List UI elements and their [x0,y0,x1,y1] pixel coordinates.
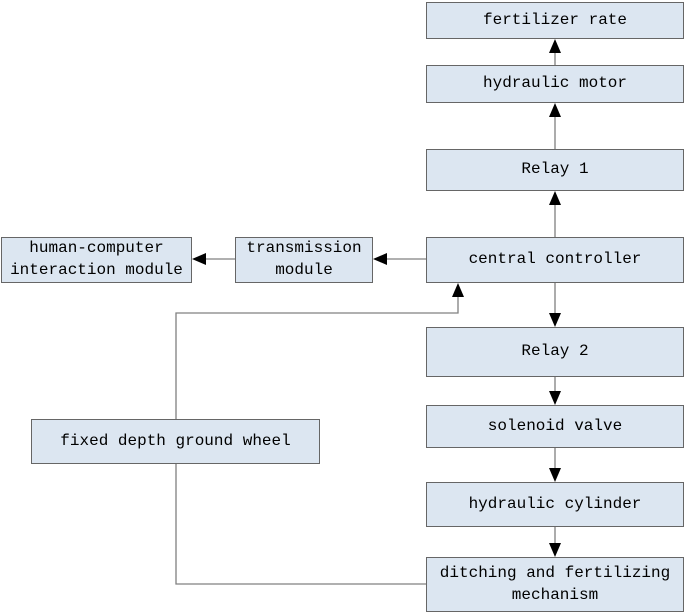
node-relay-1: Relay 1 [426,149,684,191]
arrowhead-down-solenoid-valve [549,391,561,405]
node-hydraulic-motor: hydraulic motor [426,65,684,103]
arrowhead-down-hydraulic-cylinder [549,468,561,482]
node-fertilizer-rate: fertilizer rate [426,2,684,39]
arrowhead-up-hydraulic-motor [549,103,561,117]
node-relay-2: Relay 2 [426,327,684,377]
node-hydraulic-cylinder: hydraulic cylinder [426,482,684,527]
node-solenoid-valve: solenoid valve [426,405,684,448]
arrowhead-down-relay-2 [549,313,561,327]
node-fixed-depth-ground-wheel: fixed depth ground wheel [31,419,320,464]
node-label: Relay 2 [521,342,589,361]
arrowhead-up-central-controller [452,283,464,297]
node-label: Relay 1 [521,160,589,179]
node-transmission-module: transmission module [235,237,373,283]
node-central-controller: central controller [426,237,684,283]
node-human-computer-interaction-module: human-computer interaction module [1,237,192,283]
arrowhead-left-hci-module [192,253,206,265]
node-ditching-and-fertilizing-mechanism: ditching and fertilizing mechanism [426,557,684,612]
arrowhead-left-transmission-module [373,253,387,265]
node-label: hydraulic motor [482,74,628,93]
node-label: human-computer interaction module [10,239,183,279]
arrowhead-up-relay-1 [549,191,561,205]
node-label: ditching and fertilizing mechanism [439,563,671,604]
node-label: transmission module [246,239,362,279]
node-label: fertilizer rate [482,10,628,29]
node-label: fixed depth ground wheel [60,431,291,450]
arrowhead-up-fertilizer-rate [549,39,561,53]
node-label: hydraulic cylinder [468,494,642,513]
node-label: solenoid valve [487,416,623,435]
edge-ditching-mechanism-to-central-controller [175,297,459,585]
arrowhead-down-ditching-mechanism [549,543,561,557]
node-label: central controller [468,250,642,269]
